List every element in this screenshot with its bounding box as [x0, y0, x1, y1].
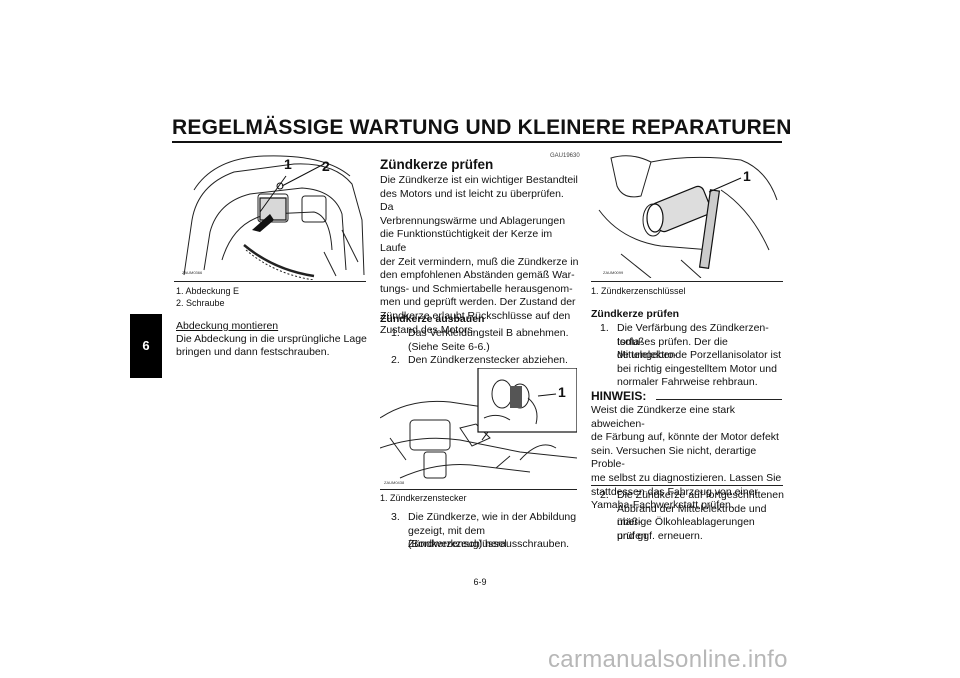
- page-number: 6-9: [473, 577, 487, 587]
- header-rule: [172, 141, 782, 143]
- caption-2: 2. Schraube: [176, 298, 225, 308]
- step-text: de umgebende Porzellanisolator ist: [617, 349, 782, 362]
- plug-cap-illustration: [380, 368, 577, 479]
- note-text: Weist die Zündkerze eine stark abweichen…: [591, 404, 786, 513]
- section-heading-spark-plug: Zündkerze prüfen: [380, 157, 494, 172]
- note-line: sein. Versuchen Sie nicht, derartige Pro…: [591, 444, 757, 471]
- plug-wrench-illustration: [598, 155, 778, 278]
- intro-line: die Funktionstüchtigkeit der Kerze im La…: [380, 228, 553, 254]
- note-line: Weist die Zündkerze eine stark abweichen…: [591, 404, 735, 430]
- note-line: stattdessen das Fahrzeug von einer: [591, 485, 758, 498]
- figure-rule: [174, 281, 366, 282]
- figure-rule: [591, 281, 783, 282]
- step-text: und ggf. erneuern.: [617, 529, 703, 542]
- intro-line: Zündkerze erlaubt Rückschlüsse auf den: [380, 309, 571, 322]
- subheading-check: Zündkerze prüfen: [591, 308, 680, 320]
- body-line: Die Abdeckung in die ursprüngliche Lage: [176, 333, 367, 345]
- section-title-cover-mount: Abdeckung montieren: [176, 320, 279, 332]
- step-number: 2.: [600, 489, 609, 501]
- figure-callout-1: 1: [558, 384, 566, 400]
- step-text: torfußes prüfen. Der die Mittelelektro-: [617, 335, 728, 362]
- figure-plug-wrench: 1 ZAUM0099: [591, 150, 783, 278]
- note-label: HINWEIS:: [591, 389, 647, 403]
- step-text: normaler Fahrweise rehbraun.: [617, 376, 758, 389]
- figure-cover-e: 1 2 ZAUM0366: [174, 150, 366, 280]
- note-end-rule: [591, 485, 783, 486]
- step-text: Den Zündkerzenstecker abziehen.: [408, 354, 568, 366]
- figure-code: ZAUM0366: [182, 270, 203, 275]
- intro-line: tungs- und Schmiertabelle herausgenom-: [380, 282, 573, 295]
- intro-line: Verbrennungswärme und Ablagerungen: [380, 214, 566, 227]
- caption-wrench: 1. Zündkerzenschlüssel: [591, 286, 686, 296]
- intro-line: der Zeit vermindern, muß die Zündkerze i…: [380, 255, 579, 268]
- reference-code: GAU19630: [550, 153, 580, 159]
- step-1: 1. Das Verkleidungsteil B abnehmen. (Sie…: [391, 327, 581, 355]
- step-text: Die Zündkerze, wie in der Abbildung: [408, 511, 577, 523]
- page-title: REGELMÄSSIGE WARTUNG UND KLEINERE REPARA…: [172, 116, 792, 139]
- body-line: bringen und dann festschrauben.: [176, 346, 330, 358]
- step-text: gezeigt, mit dem Zündkerzenschlüssel: [408, 524, 507, 551]
- subheading-remove: Zündkerze ausbauen: [380, 313, 485, 325]
- step-text: mäßige Ölkohleablagerungen prüfen: [617, 516, 755, 542]
- caption-plug-cap: 1. Zündkerzenstecker: [380, 493, 467, 503]
- step-text: (Bordwerkzeug) herausschrauben.: [408, 538, 570, 551]
- step-3: 3. Die Zündkerze, wie in der Abbildung g…: [391, 511, 581, 553]
- step-number: 1.: [391, 327, 400, 339]
- note-rule: [656, 399, 782, 400]
- figure-callout-2: 2: [322, 158, 330, 174]
- step-number: 3.: [391, 511, 400, 523]
- step-number: 1.: [600, 322, 609, 334]
- figure-callout-1: 1: [284, 156, 292, 172]
- cover-e-illustration: [183, 155, 365, 280]
- intro-line: des Motors und ist leicht zu überprüfen.…: [380, 187, 564, 214]
- intro-text: Die Zündkerze ist ein wichtiger Bestandt…: [380, 174, 580, 337]
- figure-code: ZAUM0438: [384, 480, 405, 485]
- check-step-2: 2. Die Zündkerze auf fortgeschrittenen A…: [600, 489, 785, 545]
- step-text: (Siehe Seite 6-6.): [408, 340, 490, 353]
- watermark: carmanualsonline.info: [548, 646, 788, 673]
- step-number: 2.: [391, 354, 400, 366]
- step-text: bei richtig eingestelltem Motor und: [617, 362, 777, 375]
- intro-line: den empfohlenen Abständen gemäß War-: [380, 269, 575, 282]
- intro-line: Die Zündkerze ist ein wichtiger Bestandt…: [380, 174, 578, 186]
- check-step-1: 1. Die Verfärbung des Zündkerzen-Isola- …: [600, 322, 785, 392]
- caption-1: 1. Abdeckung E: [176, 286, 240, 296]
- note-line: Yamaha-Fachwerkstatt prüfen.: [591, 499, 734, 512]
- note-line: de Färbung auf, könnte der Motor defekt: [591, 431, 779, 444]
- figure-rule: [380, 489, 577, 490]
- step-text: Abbrand der Mittelelektrode und über-: [617, 502, 767, 529]
- step-text: Das Verkleidungsteil B abnehmen.: [408, 327, 569, 339]
- chapter-tab: 6: [130, 314, 162, 378]
- intro-line: men und geprüft werden. Der Zustand der: [380, 296, 576, 309]
- step-2: 2. Den Zündkerzenstecker abziehen.: [391, 354, 581, 368]
- figure-plug-cap: 1 ZAUM0438: [380, 368, 577, 488]
- step-text: Die Zündkerze auf fortgeschrittenen: [617, 489, 784, 501]
- figure-callout-1: 1: [743, 168, 751, 184]
- intro-line: Zustand des Motors.: [380, 323, 476, 336]
- figure-code: ZAUM0099: [603, 270, 624, 275]
- step-text: Die Verfärbung des Zündkerzen-Isola-: [617, 322, 769, 348]
- note-line: me selbst zu diagnostizieren. Lassen Sie: [591, 471, 782, 484]
